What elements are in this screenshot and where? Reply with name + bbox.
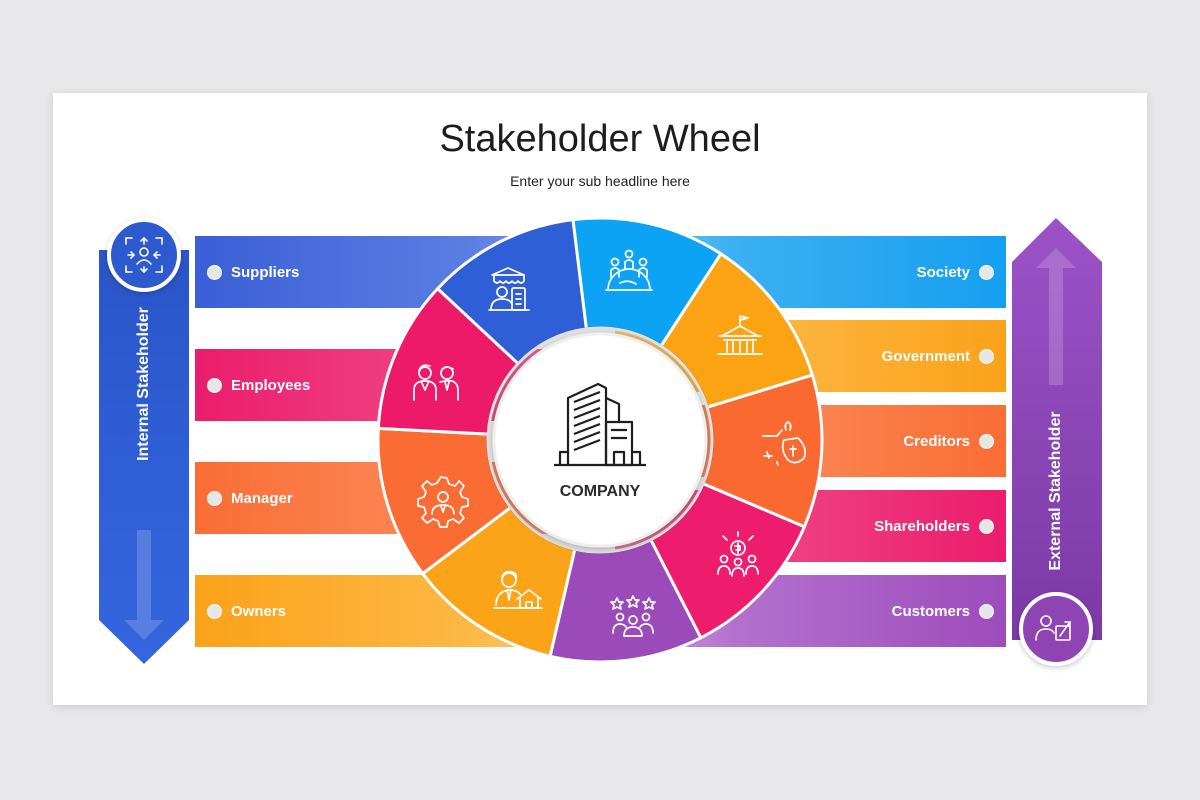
band-label-employees: Employees (231, 376, 311, 394)
employees-icon (413, 364, 459, 401)
manager-gear-icon (417, 476, 469, 528)
page-title: Stakeholder Wheel (439, 118, 761, 160)
band-label-society: Society (916, 263, 970, 281)
external-stakeholder-label: External Stakeholder (1047, 411, 1064, 571)
bullet-dot (979, 603, 994, 619)
focus-person-icon (125, 236, 163, 274)
bullet-dot (979, 518, 994, 534)
bullet-dot (979, 348, 994, 364)
bullet-dot (979, 433, 994, 449)
bullet-dot (207, 377, 222, 393)
band-label-customers: Customers (891, 602, 970, 620)
customers-stars-icon (610, 595, 656, 637)
person-export-icon (1035, 615, 1071, 641)
bullet-dot (979, 264, 994, 280)
center-label: COMPANY (560, 483, 641, 500)
page-subtitle: Enter your sub headline here (510, 173, 690, 189)
government-building-icon (717, 315, 763, 355)
globe-people-icon (605, 249, 653, 291)
band-label-creditors: Creditors (903, 432, 970, 450)
bullet-dot (207, 264, 222, 280)
external-stakeholder-arrow (1012, 218, 1102, 666)
band-label-owners: Owners (231, 602, 287, 620)
band-label-government: Government (881, 347, 970, 365)
owner-house-icon (493, 570, 543, 609)
shareholders-dollar-icon (717, 531, 759, 577)
band-label-shareholders: Shareholders (874, 517, 970, 535)
wheel-segments (376, 216, 824, 664)
internal-badge-circle (107, 218, 181, 292)
band-label-suppliers: Suppliers (231, 263, 300, 281)
band-label-manager: Manager (231, 489, 293, 507)
internal-stakeholder-arrow (99, 218, 189, 664)
company-building-icon (554, 382, 646, 467)
internal-stakeholder-label: Internal Stakeholder (135, 307, 152, 461)
bullet-dot (207, 603, 222, 619)
money-bag-hand-icon (762, 421, 806, 466)
bullet-dot (207, 490, 222, 506)
supplier-shop-icon (488, 267, 530, 311)
